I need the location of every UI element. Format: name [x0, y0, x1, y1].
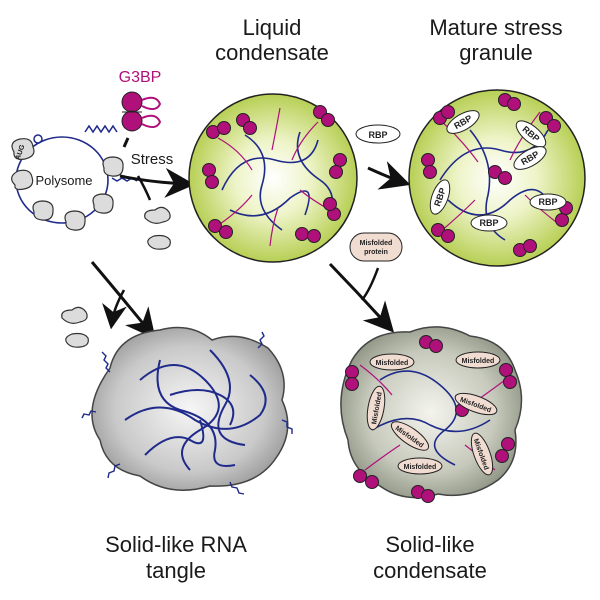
ribosome-shape [102, 156, 124, 177]
misfolded-protein-label-line1: Misfolded [360, 240, 393, 247]
ribosome-shape [92, 193, 114, 214]
rbp-label: RBP [368, 130, 387, 140]
solid-condensate-blob: Misfolded Misfolded Misfolded Misfolded … [340, 326, 523, 503]
free-ribosomes-bottom [61, 306, 89, 348]
to-tangle-arrow [90, 261, 156, 339]
tangle-side-arrow [102, 289, 127, 330]
tangle-title-line2: tangle [146, 558, 206, 583]
ribosome-shape [32, 200, 54, 221]
ribosome-shape [11, 138, 35, 160]
granule-rbp-label: RBP [538, 197, 557, 207]
granule-rbp-label: RBP [479, 218, 498, 228]
to-solid-condensate-arrow [328, 262, 395, 333]
liquid-condensate-title-line2: condensate [215, 40, 329, 65]
misfolded-label: Misfolded [376, 360, 409, 367]
free-ribosomes-top [144, 206, 171, 250]
liquid-condensate-title-line1: Liquid [243, 15, 302, 40]
mature-granule-droplet: RBP RBP RBP RBP RBP RBP [408, 89, 586, 267]
stress-dash [122, 137, 130, 148]
tangle-title-line1: Solid-like RNA [105, 532, 247, 557]
stress-arrow-branch [136, 175, 152, 201]
liquid-condensate-droplet [188, 93, 358, 263]
mature-granule-title-line1: Mature stress [429, 15, 562, 40]
solid-condensate-title-line2: condensate [373, 558, 487, 583]
ribosome-shape [11, 169, 34, 191]
stress-arrow [119, 167, 195, 198]
solid-condensate-title-line1: Solid-like [385, 532, 474, 557]
rna-tangle-blob [81, 326, 293, 495]
rbp-protein: RBP [355, 124, 401, 144]
ribosome-shape [64, 210, 86, 231]
to-mature-arrow [367, 161, 411, 190]
misfolded-label: Misfolded [404, 464, 437, 471]
polysome-label: Polysome [35, 173, 92, 188]
mature-granule-title-line2: granule [459, 40, 532, 65]
g3bp-dimer-icon [121, 91, 162, 132]
misfolded-join-arrow [361, 267, 380, 301]
misfolded-protein: Misfolded protein [349, 232, 403, 262]
g3bp-label: G3BP [119, 69, 162, 86]
stress-label: Stress [131, 151, 174, 168]
polysome: AUG [11, 124, 138, 231]
misfolded-protein-label-line2: protein [364, 249, 388, 256]
misfolded-label: Misfolded [462, 358, 495, 365]
